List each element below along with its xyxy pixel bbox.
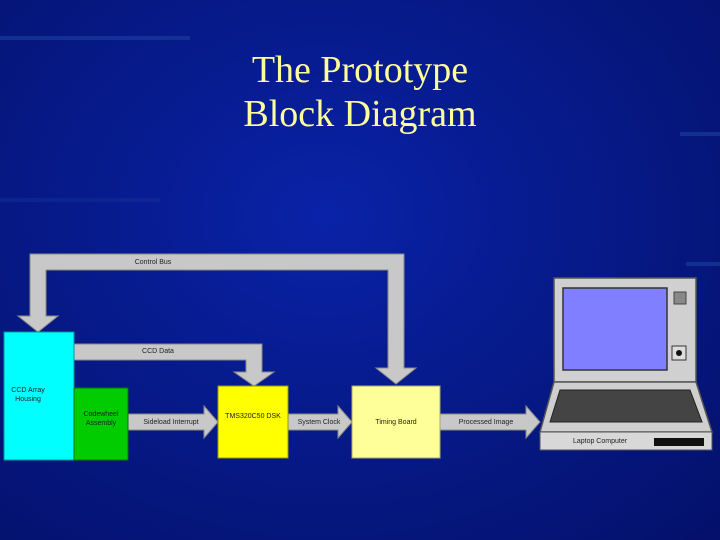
background-stripe	[0, 198, 160, 202]
processed-image-arrow	[439, 404, 541, 440]
background-stripe	[686, 262, 720, 266]
slide-title-line-1: The Prototype	[251, 49, 469, 91]
codewheel-label: Codewheel Assembly	[83, 411, 119, 427]
control-bus-label: Control Bus	[134, 259, 172, 266]
laptop-label: Laptop Computer	[572, 438, 628, 445]
control-bus-arrow	[16, 253, 418, 385]
processed-image-label: Processed Image	[458, 419, 514, 426]
dsp-label: TMS320C50 DSK	[225, 413, 281, 420]
laptop-icon	[539, 277, 714, 451]
slide-title: The Prototype Block Diagram	[0, 48, 720, 136]
ccd-data-label: CCD Data	[142, 348, 174, 355]
ccd-array-block	[3, 331, 75, 461]
timing-board-block	[351, 385, 441, 459]
ccd-array-label: CCD Array Housing	[11, 387, 45, 403]
system-clock-label: System Clock	[297, 419, 341, 426]
slide-title-line-2: Block Diagram	[243, 93, 477, 135]
timing-board-label: Timing Board	[375, 419, 417, 426]
laptop-screen	[562, 287, 668, 371]
codewheel-block	[73, 387, 129, 461]
system-clock-arrow	[287, 404, 353, 440]
background-stripe	[0, 36, 190, 40]
interrupt-arrow	[127, 404, 219, 440]
ccd-data-arrow	[73, 343, 276, 387]
background-stripe	[680, 132, 720, 136]
interrupt-label: Sideload Interrupt	[143, 419, 199, 426]
dsp-block	[217, 385, 289, 459]
